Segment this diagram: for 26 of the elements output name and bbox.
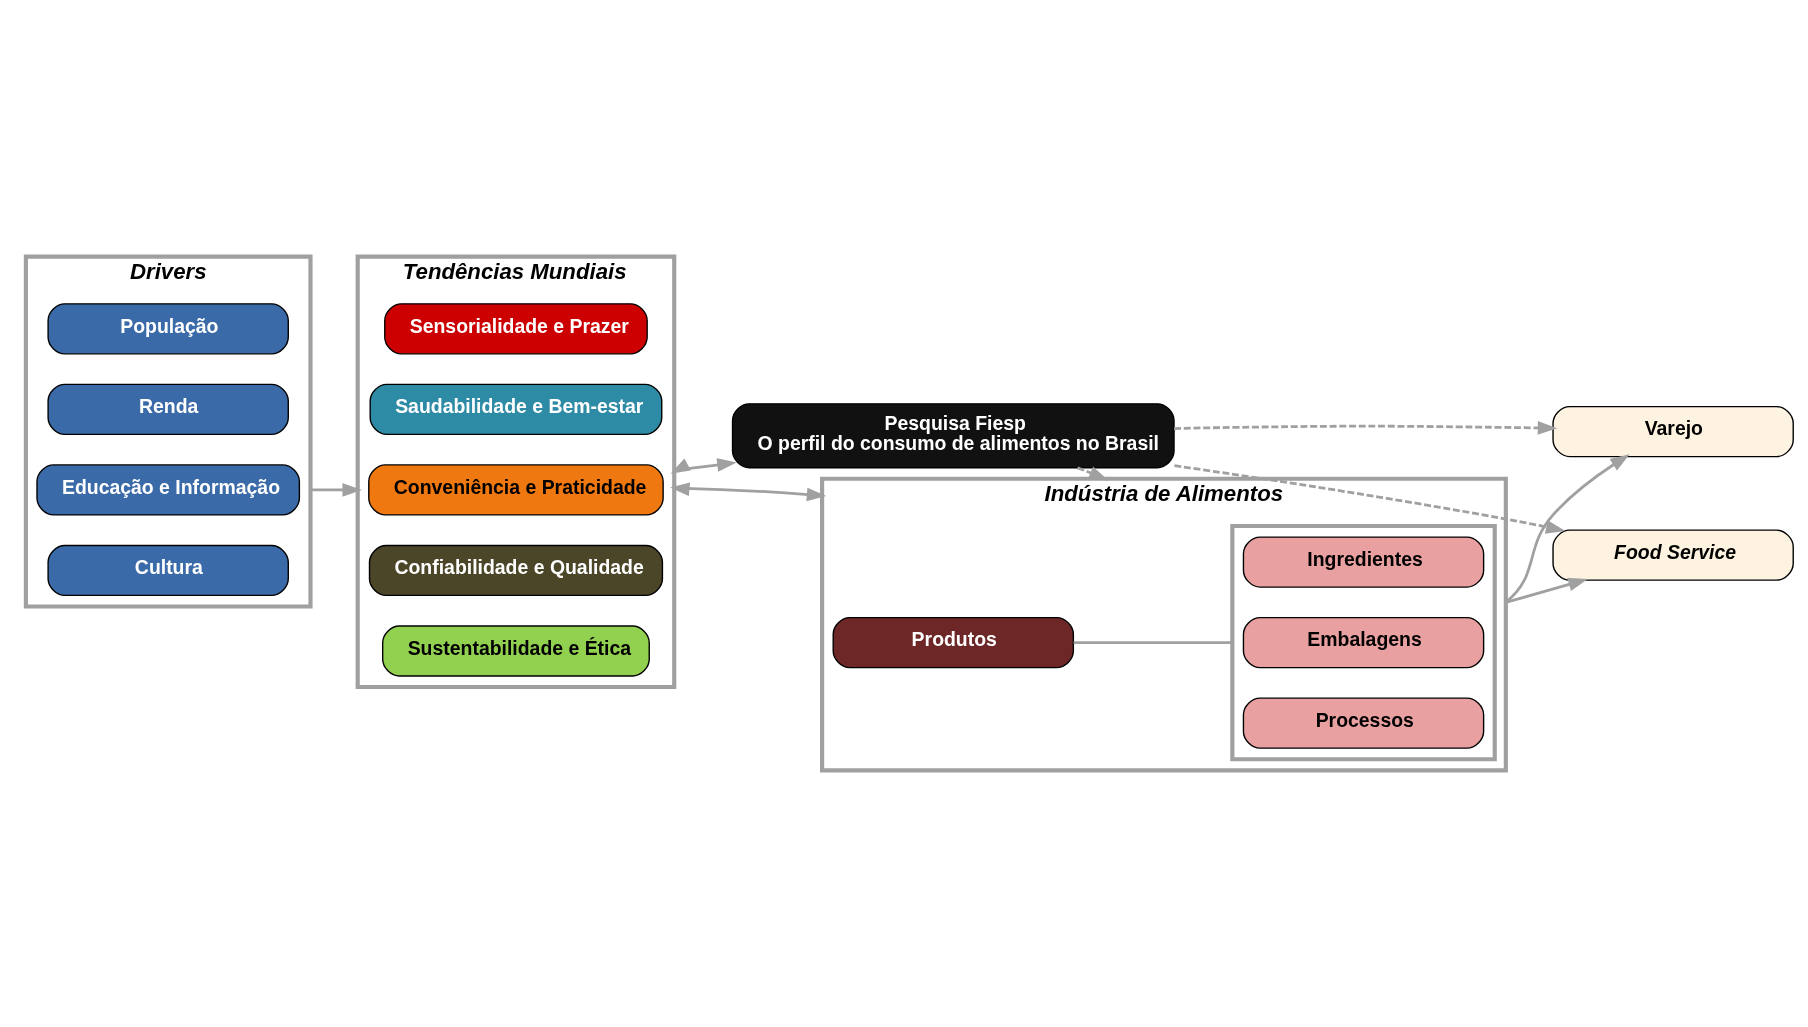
node-box: População bbox=[47, 303, 289, 355]
arrow bbox=[1077, 466, 1109, 481]
node-box: Saudabilidade e Bem-estar bbox=[369, 383, 663, 436]
node-box: Conveniência e Praticidade bbox=[368, 464, 664, 516]
cluster bbox=[1230, 523, 1497, 762]
node-box: Cultura bbox=[47, 544, 289, 597]
node-box: Confiabilidade e Qualidade bbox=[368, 544, 664, 597]
node-box: Embalagens bbox=[1242, 616, 1485, 669]
node-box: Sensorialidade e Prazer bbox=[384, 303, 648, 355]
node-box: Ingredientes bbox=[1242, 536, 1485, 588]
node-box: Renda bbox=[47, 383, 289, 436]
connector bbox=[1073, 641, 1233, 644]
arrow bbox=[310, 483, 362, 497]
node-box: Food Service bbox=[1552, 529, 1794, 581]
node-box: Pesquisa Fiesp O perfil do consumo de alimentos no Brasil bbox=[731, 403, 1175, 469]
arrow bbox=[670, 482, 827, 502]
node-box: Processos bbox=[1242, 697, 1485, 749]
arrow bbox=[1504, 454, 1630, 604]
arrow bbox=[670, 458, 737, 474]
node-box: Varejo bbox=[1552, 405, 1794, 458]
arrow bbox=[1174, 421, 1558, 435]
arrow bbox=[1174, 464, 1566, 534]
node-box: Sustentabilidade e Ética bbox=[382, 625, 650, 677]
node-box: Produtos bbox=[832, 616, 1075, 669]
node-box: Educação e Informação bbox=[36, 464, 301, 516]
arrow bbox=[1505, 577, 1588, 604]
